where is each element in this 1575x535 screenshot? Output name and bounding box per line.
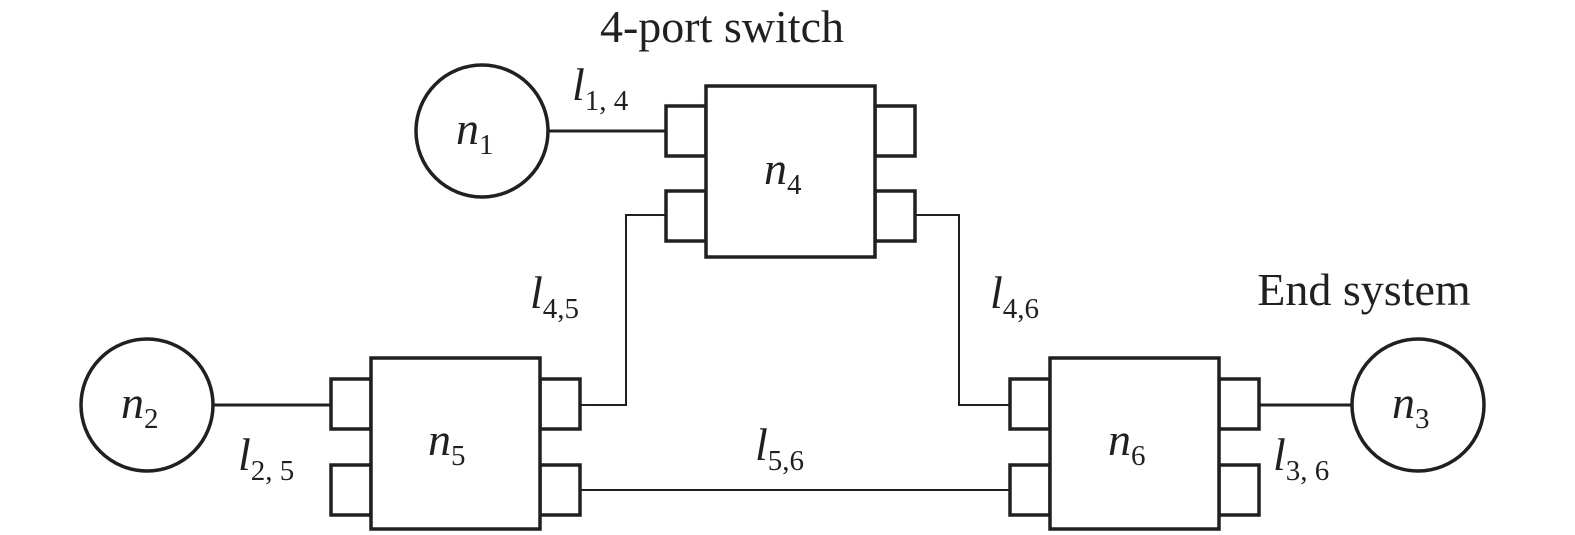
switch-n4: n4: [664, 84, 917, 259]
switch-n5: n5: [329, 356, 582, 531]
switch-port: [873, 189, 917, 243]
switch-port: [538, 377, 582, 431]
link-n5-n4: [580, 214, 666, 406]
switch-n6: n6: [1008, 356, 1261, 531]
end-system-circle: [1350, 337, 1486, 473]
link-label-l14: l1, 4: [572, 59, 629, 117]
switch-port: [538, 463, 582, 517]
switch-caption: 4-port switch: [600, 1, 844, 52]
end-system-n1: n1: [414, 63, 550, 199]
switch-body: [1048, 356, 1221, 531]
link-label-l56: l5,6: [755, 419, 804, 477]
link-label-l46: l4,6: [990, 267, 1039, 325]
switch-port: [1008, 377, 1052, 431]
switch-port: [664, 104, 708, 158]
switch-port: [329, 377, 373, 431]
end-system-n3: n3: [1350, 337, 1486, 473]
link-n4-n6: [914, 214, 1010, 406]
switch-port: [873, 104, 917, 158]
end-system-caption: End system: [1257, 264, 1471, 315]
link-label-l36: l3, 6: [1273, 429, 1329, 487]
switch-port: [1217, 377, 1261, 431]
switch-port: [664, 189, 708, 243]
end-system-n2: n2: [79, 337, 215, 473]
switch-port: [1008, 463, 1052, 517]
node-label: n4: [764, 143, 802, 201]
switch-port: [1217, 463, 1261, 517]
link-label-l45: l4,5: [530, 267, 579, 325]
switch-port: [329, 463, 373, 517]
node-label: n1: [456, 103, 494, 161]
end-system-circle: [414, 63, 550, 199]
node-label: n6: [1108, 414, 1146, 472]
link-label-l25: l2, 5: [238, 429, 294, 487]
end-system-circle: [79, 337, 215, 473]
node-label: n2: [121, 377, 159, 435]
node-label: n5: [428, 414, 466, 472]
switch-body: [704, 84, 877, 259]
switch-body: [369, 356, 542, 531]
node-label: n3: [1392, 377, 1430, 435]
